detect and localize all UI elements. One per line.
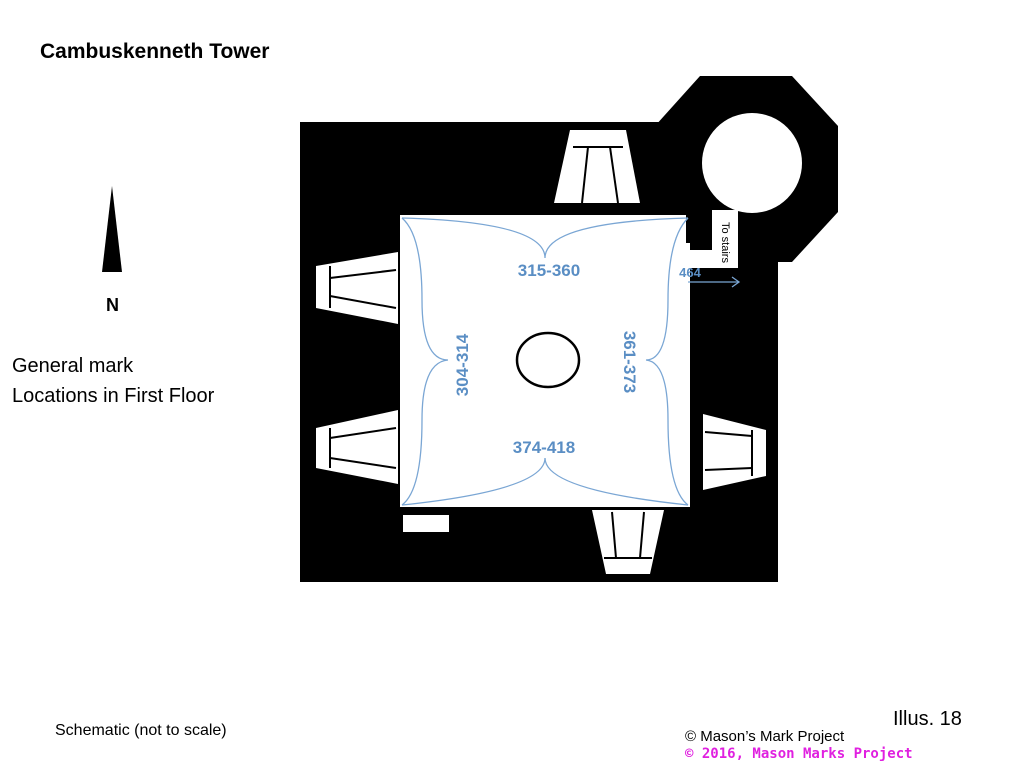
west-window-lower — [316, 410, 398, 484]
mark-range-south: 374-418 — [513, 438, 575, 457]
diagram-title: Cambuskenneth Tower — [40, 40, 270, 63]
copyright-line-1: © Mason’s Mark Project — [685, 728, 845, 745]
stair-passage-link — [690, 250, 738, 268]
mark-range-stair: 464 — [679, 265, 701, 280]
east-window — [703, 414, 766, 490]
south-window — [592, 510, 664, 574]
schematic-note: Schematic (not to scale) — [55, 722, 227, 739]
north-arrow-icon — [102, 186, 122, 272]
stair-well — [702, 113, 802, 213]
copyright-watermark: © 2016, Mason Marks Project — [685, 746, 913, 762]
north-label: N — [106, 295, 119, 315]
illustration-number: Illus. 18 — [893, 708, 962, 730]
mark-range-north: 315-360 — [518, 261, 580, 280]
central-pillar — [515, 331, 581, 389]
caption-line-2: Locations in First Floor — [12, 385, 215, 407]
mark-range-east: 361-373 — [620, 331, 639, 393]
mark-location-braces — [401, 217, 741, 506]
garderobe-opening — [403, 515, 449, 532]
mark-range-west: 304-314 — [453, 333, 472, 396]
stairs-label: To stairs — [719, 222, 731, 263]
north-window — [554, 130, 640, 204]
west-window-upper — [316, 252, 398, 324]
caption-line-1: General mark — [12, 355, 134, 377]
room-corner-pier — [686, 215, 700, 243]
